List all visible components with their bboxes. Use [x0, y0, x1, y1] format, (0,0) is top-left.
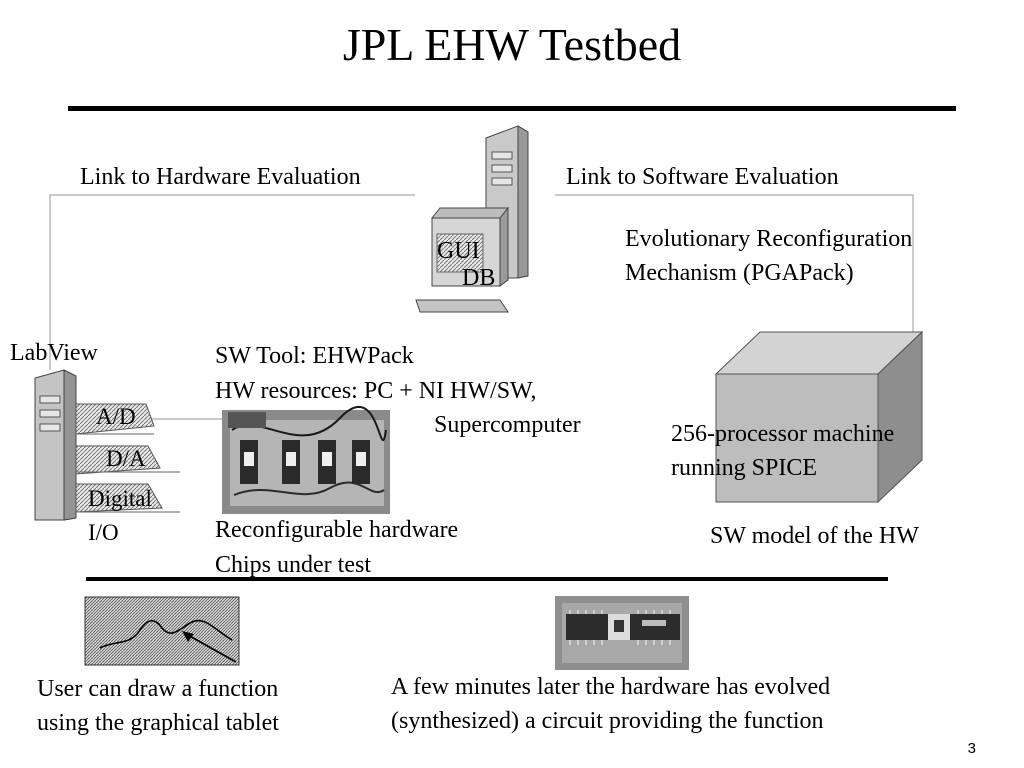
host-pc-icon	[415, 125, 529, 313]
reconfigurable-board-photo	[222, 406, 390, 514]
graphical-tablet-icon	[84, 596, 240, 666]
evolutionary-line-2: Mechanism (PGAPack)	[625, 260, 854, 286]
sw-tool-line-2: HW resources: PC + NI HW/SW,	[215, 378, 537, 404]
monitor-icon	[430, 207, 510, 219]
slide-title: JPL EHW Testbed	[342, 19, 682, 70]
ni-card-da-icon	[75, 445, 180, 475]
chip-caption-line-1: A few minutes later the hardware has evo…	[391, 674, 831, 700]
page-number: 3	[967, 740, 976, 757]
tablet-caption-line-2: using the graphical tablet	[37, 710, 279, 736]
sw-tool-line-3: Supercomputer	[434, 412, 581, 438]
title-underline	[68, 106, 956, 111]
hardware-link-label: Link to Hardware Evaluation	[80, 164, 361, 190]
gui-screen-icon	[436, 233, 484, 273]
link-lines	[49, 194, 914, 420]
labview-label: LabView	[10, 340, 98, 366]
keyboard-icon	[415, 299, 509, 313]
chip-photo	[555, 596, 689, 670]
evolutionary-line-1: Evolutionary Reconfiguration	[625, 226, 913, 252]
board-caption-line-2: Chips under test	[215, 552, 371, 578]
supercomputer-caption: SW model of the HW	[710, 523, 919, 549]
chip-caption-line-2: (synthesized) a circuit providing the fu…	[391, 708, 824, 734]
hardware-link-line	[49, 194, 415, 370]
software-link-line	[555, 194, 914, 340]
ni-card-ad-icon	[75, 403, 155, 435]
supercomputer-line-2: running SPICE	[671, 455, 818, 481]
card-da-label: D/A	[106, 446, 146, 471]
sw-tool-line-1: SW Tool: EHWPack	[215, 343, 414, 369]
db-label: DB	[462, 265, 496, 291]
section-divider	[86, 577, 888, 581]
software-link-label: Link to Software Evaluation	[566, 164, 839, 190]
labview-pc-icon	[34, 369, 77, 521]
supercomputer-line-1: 256-processor machine	[671, 421, 895, 447]
card-digital-label: Digital	[88, 486, 152, 511]
ni-card-digital-icon	[75, 483, 180, 513]
supercomputer-cube-icon	[714, 330, 924, 504]
tablet-caption-line-1: User can draw a function	[37, 676, 279, 702]
board-caption-line-1: Reconfigurable hardware	[215, 517, 459, 543]
card-ad-label: A/D	[96, 404, 136, 429]
gui-label: GUI	[437, 238, 480, 264]
card-io-label: I/O	[88, 520, 119, 545]
